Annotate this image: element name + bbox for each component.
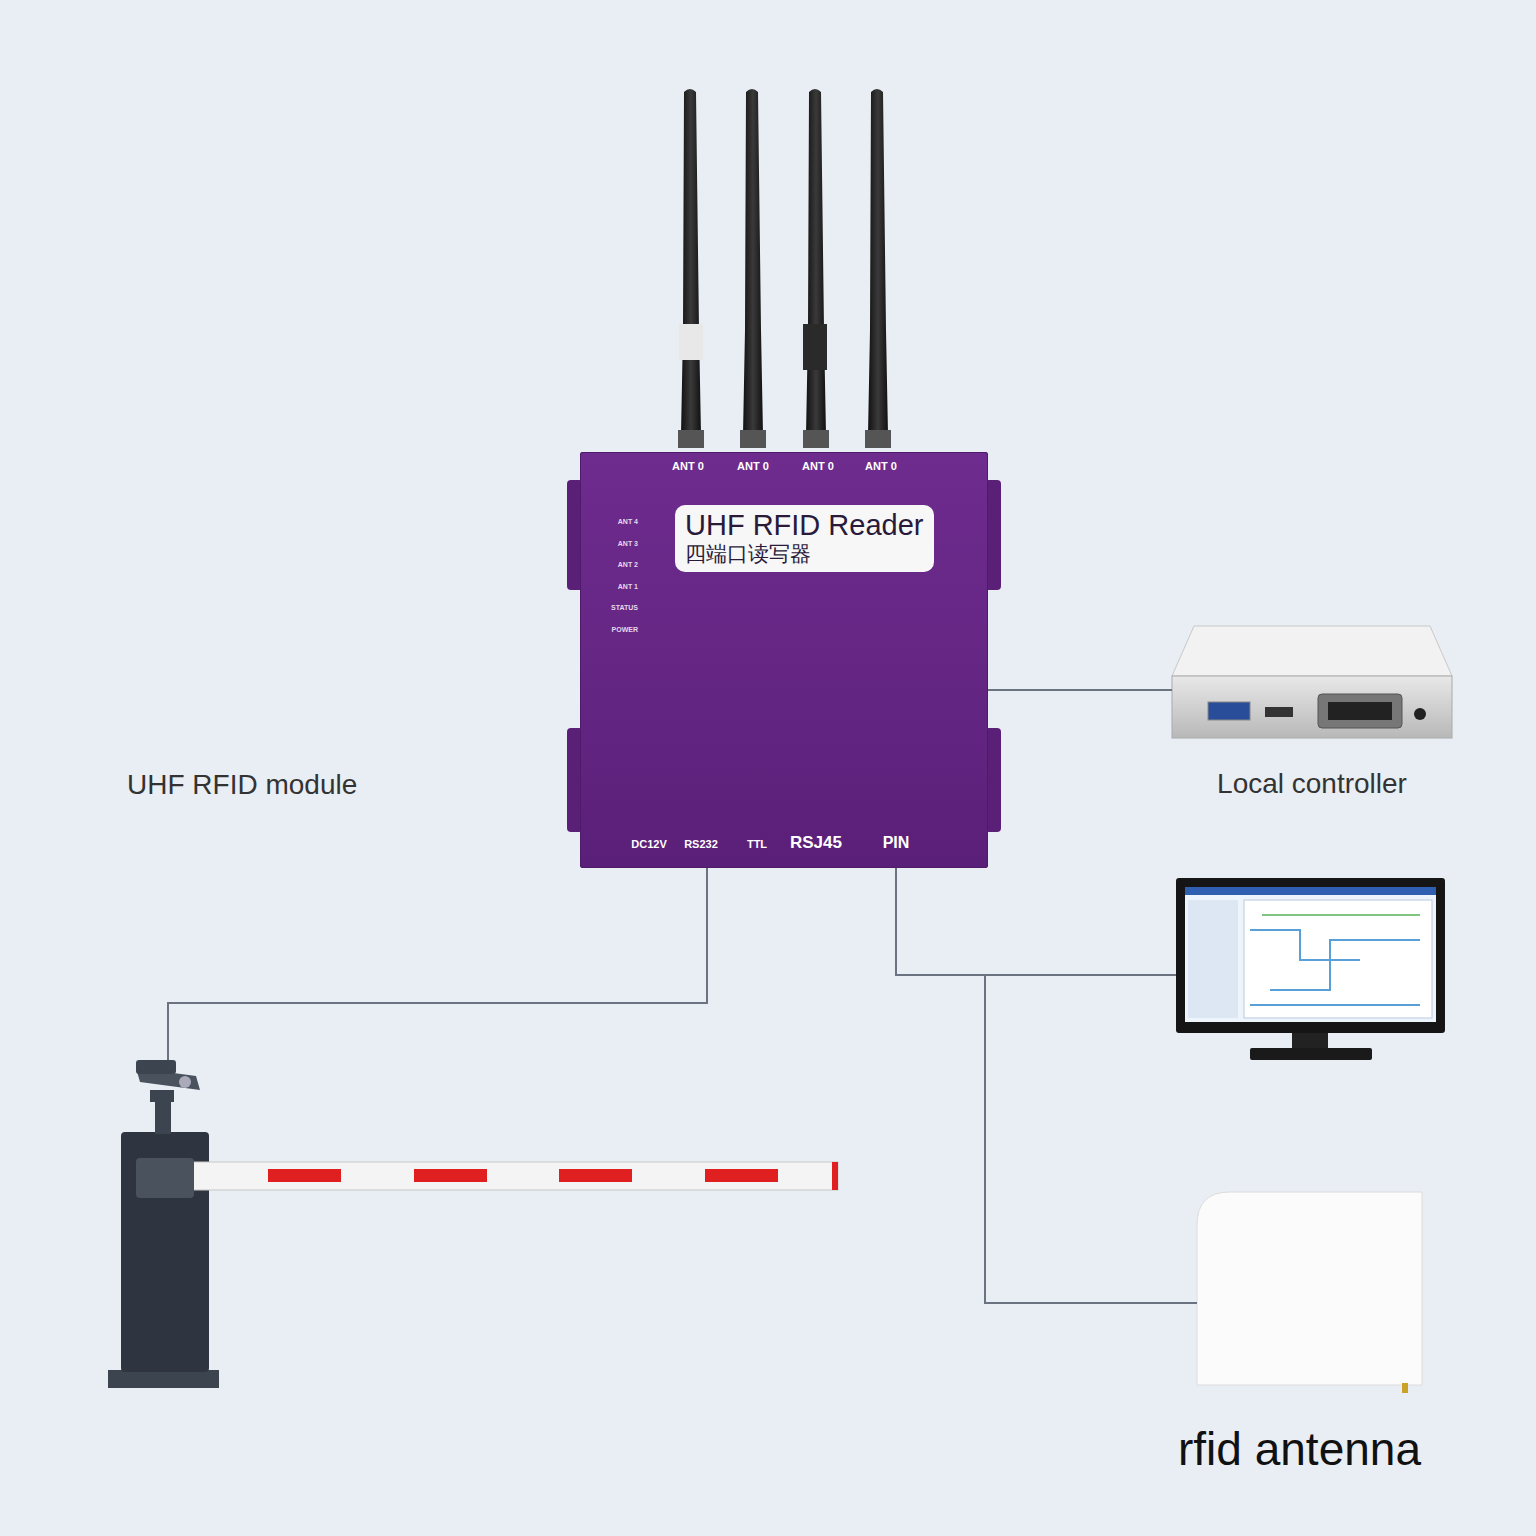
port-label: RSJ45 — [790, 834, 842, 853]
led-label: ANT 4 — [618, 518, 638, 526]
reader-housing: UHF RFID Reader四端口读写器 — [580, 452, 988, 868]
rfid-antenna-illustration — [1197, 1192, 1422, 1393]
antenna-port-label: ANT 0 — [737, 460, 769, 472]
device-caption: Local controller — [1152, 768, 1472, 800]
antenna-port-label: ANT 0 — [672, 460, 704, 472]
led-label: ANT 2 — [618, 561, 638, 569]
barrier-gate — [108, 1060, 838, 1388]
module-label: UHF RFID module — [127, 770, 357, 801]
port-label: TTL — [747, 838, 767, 850]
led-label: POWER — [612, 626, 638, 634]
name-plate: UHF RFID Reader四端口读写器 — [675, 505, 934, 572]
port-label: PIN — [883, 834, 910, 852]
wires — [168, 868, 1176, 1062]
led-label: ANT 3 — [618, 540, 638, 548]
device-caption: rfid antenna — [1137, 1422, 1462, 1476]
device-subtitle: 四端口读写器 — [685, 542, 924, 566]
port-label: DC12V — [631, 838, 666, 850]
antenna-port-label: ANT 0 — [802, 460, 834, 472]
connector — [988, 690, 1172, 691]
monitor-illustration — [1176, 878, 1445, 1060]
led-label: ANT 1 — [618, 583, 638, 591]
device-title: UHF RFID Reader — [685, 509, 924, 542]
antenna-box: rfid antenna — [1197, 1192, 1422, 1385]
port-label: RS232 — [684, 838, 718, 850]
led-label: STATUS — [611, 604, 638, 612]
controller-box: Local controller — [1172, 626, 1452, 738]
antenna-rods — [678, 89, 891, 448]
controller-illustration — [1172, 626, 1452, 738]
antenna-port-label: ANT 0 — [865, 460, 897, 472]
connector — [896, 868, 1197, 1303]
